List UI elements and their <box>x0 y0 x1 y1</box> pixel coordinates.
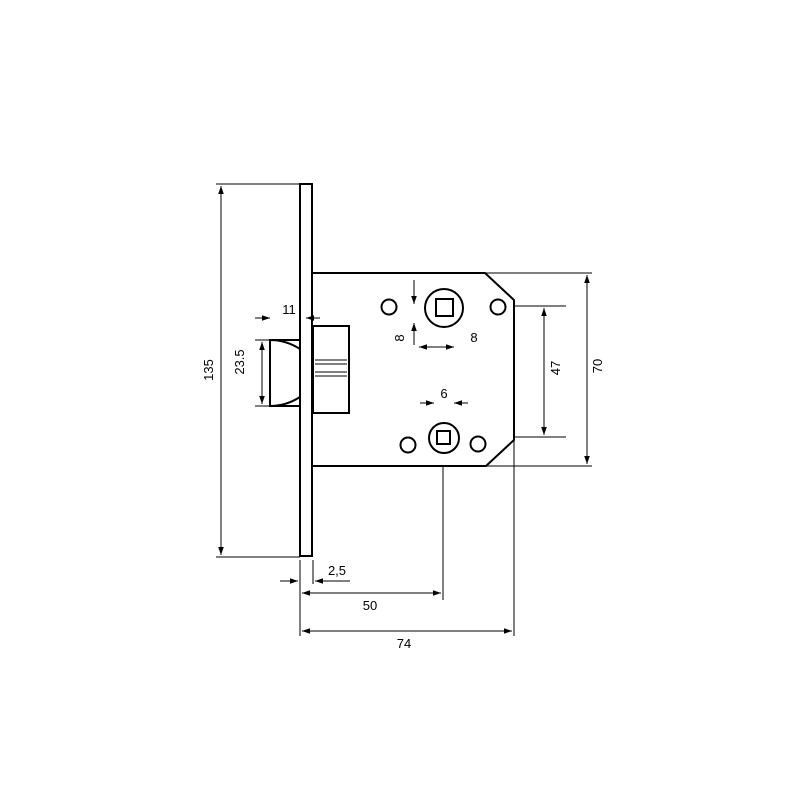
label-11: 11 <box>282 302 296 317</box>
latch-body <box>312 325 350 414</box>
dimension-labels: 135 23.5 11 8 8 6 47 70 2,5 50 74 <box>201 302 605 651</box>
label-8-vertical: 8 <box>392 334 407 341</box>
label-2-5: 2,5 <box>328 563 346 578</box>
spindle-square <box>435 298 454 317</box>
latch-head <box>269 339 301 407</box>
screw-hole-top-right <box>489 298 507 316</box>
label-74: 74 <box>397 636 411 651</box>
screw-hole-bottom-right <box>469 435 487 453</box>
label-70: 70 <box>590 359 605 373</box>
screw-hole-top-left <box>380 298 398 316</box>
label-47: 47 <box>548 361 563 375</box>
latch-bolt <box>269 325 350 414</box>
lock-case <box>311 272 515 467</box>
label-6: 6 <box>440 386 447 401</box>
label-50: 50 <box>363 598 377 613</box>
turn-square <box>436 430 451 445</box>
label-23-5: 23.5 <box>232 349 247 374</box>
faceplate <box>299 183 313 557</box>
screw-hole-bottom-left <box>399 436 417 454</box>
label-135: 135 <box>201 359 216 381</box>
dimension-lines <box>218 186 590 634</box>
label-8-horizontal: 8 <box>470 330 477 345</box>
